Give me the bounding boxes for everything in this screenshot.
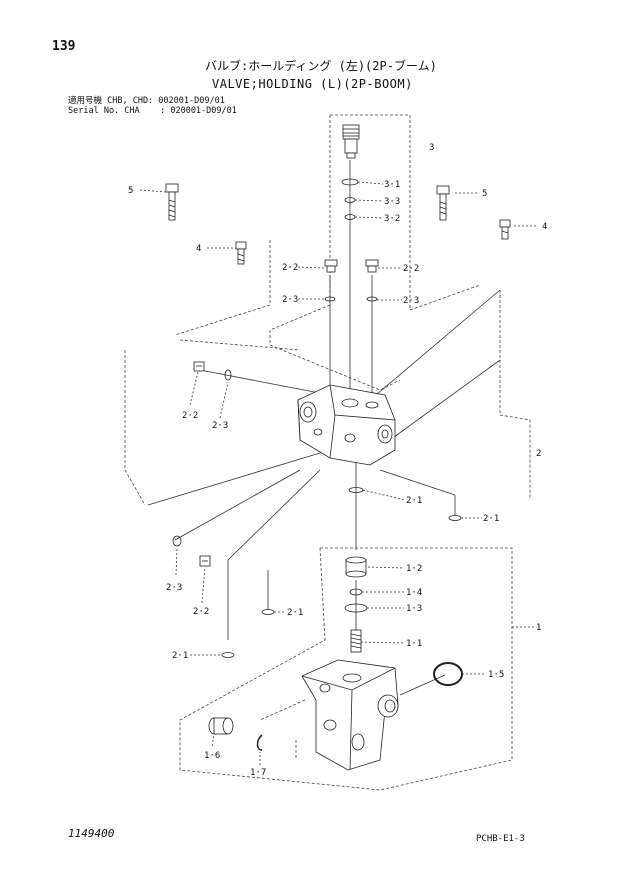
plug-2-2-top-right: [365, 259, 379, 273]
bolt-4-right: [499, 219, 511, 240]
leader-lines: [139, 181, 538, 765]
callout-2-2-side-lower: 2·2: [193, 607, 209, 617]
plug-2-2-top-left: [324, 259, 338, 273]
o-ring-2-3-side-upper: [224, 369, 232, 381]
title-japanese: バルブ:ホールディング (左)(2P-ブーム): [205, 59, 437, 73]
plug-1-6: [208, 717, 234, 735]
o-ring-2-1-right: [448, 515, 462, 521]
valve-cap-part-3: [342, 124, 360, 159]
callout-labels: 3 5 5 4 4 3·1 3·3 3·2 2·2 2·2 2·3 2·3 2·…: [128, 143, 547, 778]
callout-5-left: 5: [128, 186, 133, 196]
page-number: 139: [52, 39, 76, 54]
callout-2-3-side-lower: 2·3: [166, 583, 182, 593]
o-ring-1-7: [256, 734, 263, 751]
bolt-5-right: [436, 185, 450, 221]
callout-2-1-right: 2·1: [483, 514, 499, 524]
drawing-number: 1149400: [68, 827, 115, 840]
callout-2-3-top-left: 2·3: [282, 295, 298, 305]
o-ring-2-1-lower: [261, 609, 275, 615]
callout-1-3: 1·3: [406, 604, 422, 614]
callout-5-right: 5: [482, 189, 487, 199]
callout-1-5: 1·5: [488, 670, 504, 680]
callout-2: 2: [536, 449, 541, 459]
page-reference: PCHB-E1-3: [476, 834, 525, 844]
callout-1-2: 1·2: [406, 564, 422, 574]
group-2-outline: [124, 240, 531, 506]
callout-1-6: 1·6: [204, 751, 220, 761]
callout-1-4: 1·4: [406, 588, 422, 598]
callout-2-1-bottom: 2·1: [172, 651, 188, 661]
plug-2-2-side-lower: [199, 555, 211, 567]
plug-2-2-side-upper: [193, 361, 205, 372]
callout-1-1: 1·1: [406, 639, 422, 649]
o-ring-2-1-bottom: [221, 652, 235, 658]
callout-4-left: 4: [196, 244, 201, 254]
callout-2-2-top-right: 2·2: [403, 264, 419, 274]
bolt-5-left: [165, 183, 179, 221]
callout-3: 3: [429, 143, 434, 153]
callout-3-2: 3·2: [384, 214, 400, 224]
group-3-outline: [269, 114, 481, 391]
serial-applicability-line-1: 適用号機 CHB, CHD: 002001-D09/01: [68, 96, 225, 106]
spring-1-1: [350, 629, 362, 653]
o-ring-2-3-top-left: [324, 296, 336, 302]
valve-body-part-2: [297, 384, 396, 466]
poppet-1-2: [345, 556, 367, 578]
callout-2-1-center: 2·1: [406, 496, 422, 506]
callout-2-3-side-upper: 2·3: [212, 421, 228, 431]
callout-3-1: 3·1: [384, 180, 400, 190]
callout-2-2-top-left: 2·2: [282, 263, 298, 273]
group-1-outline: [179, 547, 513, 791]
callout-2-1-lower: 2·1: [287, 608, 303, 618]
callout-1: 1: [536, 623, 541, 633]
title-english: VALVE;HOLDING (L)(2P-BOOM): [212, 77, 413, 91]
callout-2-3-top-right: 2·3: [403, 296, 419, 306]
callout-2-2-side-upper: 2·2: [182, 411, 198, 421]
o-ring-2-3-side-lower: [172, 535, 182, 547]
bolt-4-left: [235, 241, 247, 265]
housing-block-part-1: [301, 659, 399, 771]
serial-applicability-line-2: Serial No. CHA : 020001-D09/01: [68, 106, 237, 116]
o-ring-1-5: [433, 662, 463, 686]
callout-4-right: 4: [542, 222, 547, 232]
callout-3-3: 3·3: [384, 197, 400, 207]
callout-1-7: 1·7: [250, 768, 266, 778]
o-ring-2-3-top-right: [366, 296, 378, 302]
